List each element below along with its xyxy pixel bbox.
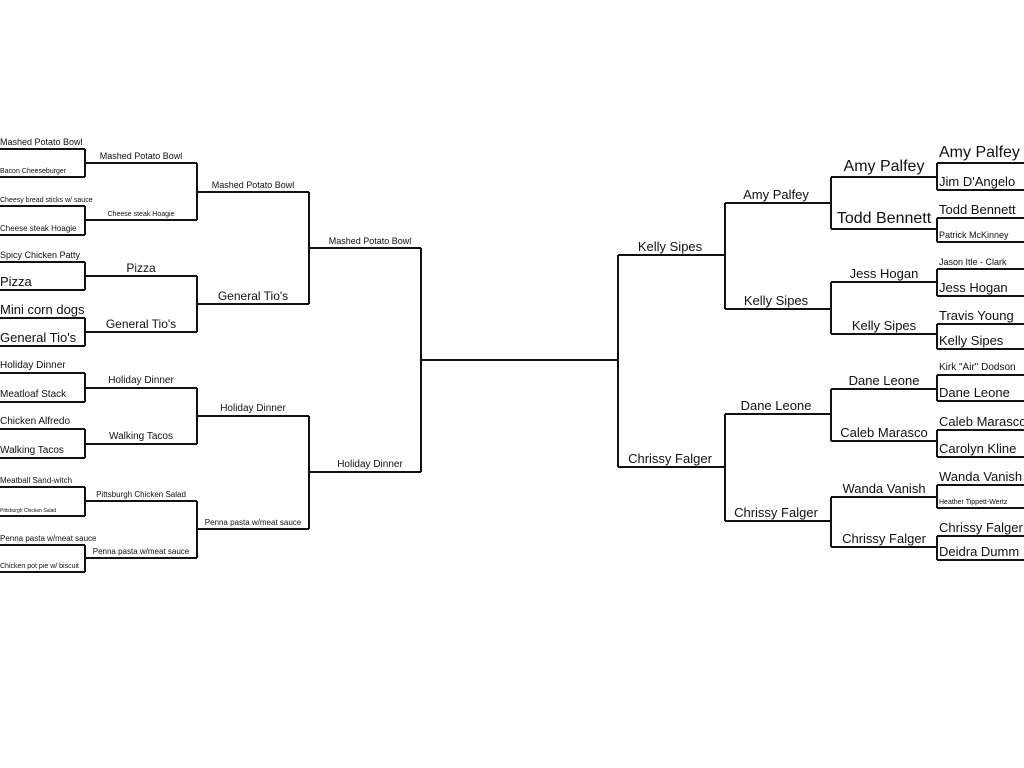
left-r1-label: Chicken pot pie w/ biscuit (0, 563, 79, 570)
right-r1-label: Jim D'Angelo (939, 174, 1016, 189)
left-r3-label: Penna pasta w/meat sauce (204, 518, 302, 527)
right-r1-label: Kirk "Air" Dodson (939, 362, 1016, 373)
right-r2-label: Wanda Vanish (842, 481, 926, 496)
left-r4-label: Mashed Potato Bowl (328, 236, 412, 246)
left-r1-label: Mini corn dogs (0, 302, 85, 317)
left-r4-label: Holiday Dinner (337, 459, 403, 470)
left-r1-label: Meatball Sand-witch (0, 476, 73, 485)
left-r2-label: General Tio's (105, 317, 177, 331)
left-r1-label: General Tio's (0, 330, 77, 345)
right-r1-label: Carolyn Kline (939, 441, 1017, 456)
right-r1-label: Wanda Vanish (939, 469, 1023, 484)
right-r1-label: Chrissy Falger (939, 520, 1023, 535)
left-r2-label: Holiday Dinner (108, 375, 174, 386)
right-r1-label: Travis Young (939, 308, 1014, 323)
left-r1-label: Cheesy bread sticks w/ sauce (0, 197, 93, 204)
left-r1-label: Chicken Alfredo (0, 416, 71, 427)
right-r1-label: Dane Leone (939, 385, 1010, 400)
right-r2-label: Jess Hogan (849, 266, 919, 281)
right-r1-label: Patrick McKinney (939, 230, 1009, 240)
right-r3-label: Amy Palfey (743, 187, 809, 202)
left-r3-label: Mashed Potato Bowl (211, 180, 295, 190)
right-r4-label: Chrissy Falger (628, 451, 712, 466)
left-r2-label: Penna pasta w/meat sauce (92, 547, 190, 556)
right-r1-label: Heather Tippett-Wertz (939, 499, 1008, 506)
left-r2-label: Cheese steak Hoagie (107, 211, 175, 218)
left-r3-label: General Tio's (217, 289, 289, 303)
left-r1-label: Holiday Dinner (0, 360, 66, 371)
right-r2-label: Dane Leone (848, 373, 920, 388)
right-r2-label: Caleb Marasco (840, 425, 928, 440)
right-r1-label: Caleb Marasco (939, 414, 1024, 429)
right-r2-label: Kelly Sipes (851, 318, 917, 333)
right-r1-label: Todd Bennett (939, 202, 1016, 217)
right-r3-label: Chrissy Falger (734, 505, 818, 520)
right-r3-label: Kelly Sipes (743, 293, 809, 308)
right-r2-label: Amy Palfey (843, 158, 925, 175)
left-r2-label: Pittsburgh Chicken Salad (96, 490, 186, 499)
right-r1-label: Jason Itle - Clark (939, 257, 1007, 267)
left-r3-label: Holiday Dinner (220, 403, 286, 414)
right-r1-label: Deidra Dumm (939, 544, 1020, 559)
left-r1-label: Meatloaf Stack (0, 389, 67, 400)
left-r1-label: Pizza (0, 274, 32, 289)
right-r1-label: Amy Palfey (939, 144, 1020, 161)
right-r1-label: Jess Hogan (939, 280, 1008, 295)
left-r1-label: Spicy Chicken Patty (0, 250, 81, 260)
left-r2-label: Mashed Potato Bowl (99, 151, 183, 161)
left-r1-label: Pittsburgh Chicken Salad (0, 508, 57, 514)
right-r4-label: Kelly Sipes (637, 239, 703, 254)
left-r2-label: Pizza (126, 261, 156, 275)
left-r1-label: Penna pasta w/meat sauce (0, 534, 97, 543)
right-r2-label: Todd Bennett (836, 210, 932, 227)
left-r2-label: Walking Tacos (109, 431, 173, 442)
left-r1-label: Cheese steak Hoagie (0, 224, 77, 233)
left-r1-label: Walking Tacos (0, 445, 64, 456)
right-r1-label: Kelly Sipes (939, 333, 1004, 348)
left-r1-label: Mashed Potato Bowl (0, 137, 83, 147)
right-r3-label: Dane Leone (740, 398, 812, 413)
left-r1-label: Bacon Cheeseburger (0, 168, 67, 175)
right-r2-label: Chrissy Falger (842, 531, 926, 546)
